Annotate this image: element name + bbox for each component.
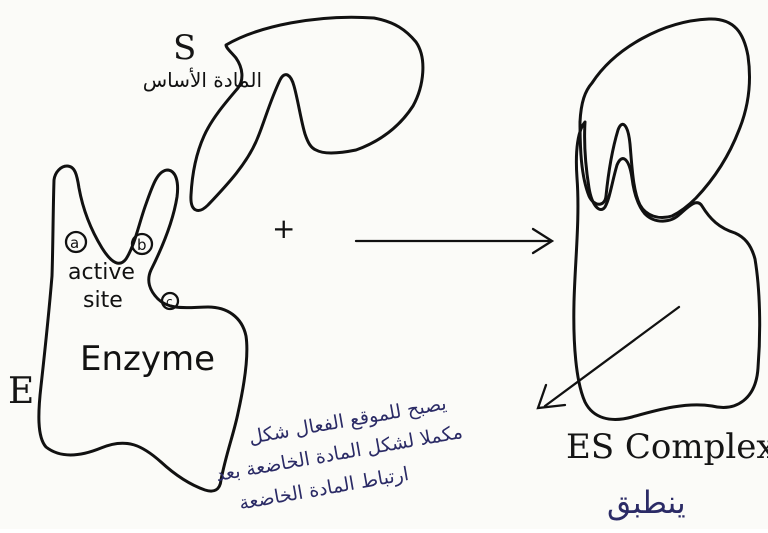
substrate-symbol: S bbox=[173, 28, 196, 68]
arabic-note-group: يصبح للموقع الفعال شكل مكملا لشكل المادة… bbox=[209, 390, 470, 517]
enzyme-shape bbox=[39, 166, 247, 491]
substrate-arabic-label: المادة الأساس bbox=[143, 68, 262, 92]
complex-pointer-line bbox=[545, 307, 679, 406]
complex-label: ES Complex bbox=[566, 427, 768, 467]
enzyme-symbol: E bbox=[8, 371, 34, 412]
plus-sign: + bbox=[272, 212, 295, 245]
active-site-label-line1: active bbox=[68, 260, 135, 285]
substrate-shape bbox=[191, 17, 423, 210]
site-b-letter: b bbox=[137, 236, 147, 254]
complex-pointer-head bbox=[538, 385, 565, 408]
apply-label: ينطبق bbox=[607, 485, 686, 521]
complex-upper-shape bbox=[580, 19, 750, 218]
active-site-label-line2: site bbox=[83, 288, 123, 313]
site-c-letter: c bbox=[166, 295, 173, 309]
site-a-letter: a bbox=[70, 234, 79, 252]
complex-lower-shape bbox=[574, 122, 760, 419]
enzyme-label: Enzyme bbox=[80, 339, 215, 379]
